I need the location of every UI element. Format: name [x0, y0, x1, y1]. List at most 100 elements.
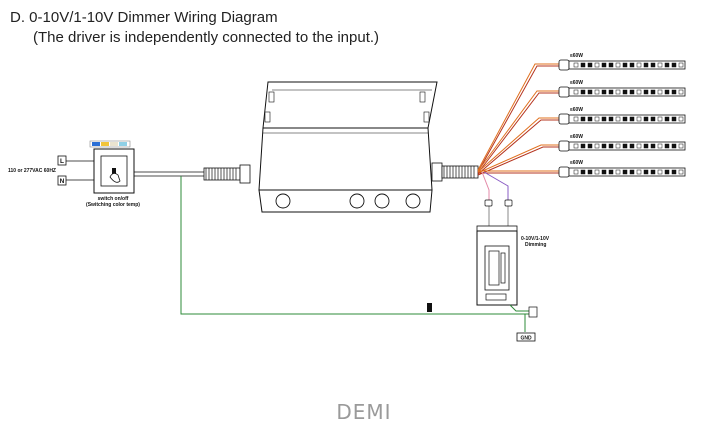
switch-label-line2: (Switching color temp): [86, 202, 140, 208]
led-chip: [678, 169, 684, 175]
led-chip: [636, 169, 642, 175]
diagram-subtitle: (The driver is independently connected t…: [33, 29, 380, 46]
led-chip: [629, 143, 635, 149]
terminal-n-box: [57, 175, 67, 186]
led-chip: [601, 89, 607, 95]
led-chip: [671, 169, 677, 175]
led-strip: ≤60W: [558, 134, 686, 152]
led-chip: [601, 116, 607, 122]
led-strip: ≤60W: [558, 160, 686, 178]
led-chip: [594, 169, 600, 175]
knockout-hole: [405, 193, 421, 209]
input-cable: [134, 164, 251, 184]
strip-max-load-label: ≤60W: [570, 80, 583, 86]
led-strip: ≤60W: [558, 107, 686, 125]
strip-max-load-label: ≤60W: [570, 107, 583, 113]
led-chip: [664, 116, 670, 122]
led-chip: [657, 169, 663, 175]
led-chip: [678, 143, 684, 149]
knockout-hole: [275, 193, 291, 209]
strip-connector: [558, 113, 570, 125]
led-chip: [678, 116, 684, 122]
led-chip: [594, 116, 600, 122]
watermark: DEMI: [336, 400, 391, 424]
dimmer-slider: [500, 252, 506, 284]
input-strain-relief: [203, 164, 251, 184]
strip-max-load-label: ≤60W: [570, 53, 583, 59]
strip-max-load-label: ≤60W: [570, 134, 583, 140]
strip-max-load-label: ≤60W: [570, 160, 583, 166]
led-chip: [608, 62, 614, 68]
led-chip: [580, 89, 586, 95]
led-chip: [657, 116, 663, 122]
hand-pointer-icon: [109, 173, 121, 183]
dimmer-label-line2: Dimming: [525, 242, 546, 248]
led-chip: [587, 62, 593, 68]
strip-connector: [558, 86, 570, 98]
knockout-hole: [374, 193, 390, 209]
led-chip: [678, 62, 684, 68]
led-chip: [643, 62, 649, 68]
led-chip: [657, 143, 663, 149]
led-strip: ≤60W: [558, 53, 686, 71]
led-chip: [580, 62, 586, 68]
led-chip: [671, 143, 677, 149]
diagram-title: D. 0-10V/1-10V Dimmer Wiring Diagram: [10, 9, 278, 26]
led-chip: [629, 169, 635, 175]
led-chip: [629, 116, 635, 122]
led-chip: [664, 89, 670, 95]
led-chip: [643, 116, 649, 122]
led-chip: [580, 143, 586, 149]
led-chip: [615, 62, 621, 68]
led-chip: [636, 89, 642, 95]
led-strip: ≤60W: [558, 80, 686, 98]
knockout-hole: [349, 193, 365, 209]
led-driver: [258, 81, 438, 213]
led-chip: [650, 62, 656, 68]
input-terminals: L N 110 or 277VAC 60HZ: [8, 155, 96, 186]
led-chip: [587, 169, 593, 175]
ground-connectors: GND: [427, 303, 538, 342]
led-chip: [622, 169, 628, 175]
led-chip: [573, 62, 579, 68]
dimmer-rocker: [488, 250, 500, 286]
led-chip: [650, 89, 656, 95]
led-chip: [580, 116, 586, 122]
led-chip: [608, 116, 614, 122]
led-chip: [594, 89, 600, 95]
led-chip: [629, 62, 635, 68]
led-chip: [643, 89, 649, 95]
led-chip: [636, 62, 642, 68]
led-chip: [608, 143, 614, 149]
led-strips: ≤60W ≤60W ≤60W ≤60W ≤60W: [558, 53, 686, 178]
dimmer-label-line1: 0-10V/1-10V: [521, 236, 550, 242]
led-chip: [678, 89, 684, 95]
led-chip: [594, 62, 600, 68]
led-chip: [601, 169, 607, 175]
strip-connector: [558, 140, 570, 152]
led-chip: [601, 143, 607, 149]
ground-label: GND: [520, 336, 532, 342]
switch-label-line1: switch on/off: [98, 196, 129, 202]
led-chip: [594, 143, 600, 149]
led-chip: [573, 143, 579, 149]
led-chip: [671, 62, 677, 68]
led-chip: [629, 89, 635, 95]
led-chip: [608, 169, 614, 175]
ground-wire: [180, 176, 530, 315]
led-chip: [664, 169, 670, 175]
led-chip: [615, 89, 621, 95]
led-chip: [664, 143, 670, 149]
led-chip: [636, 116, 642, 122]
terminal-l-box: [57, 155, 67, 166]
strip-wires: [477, 63, 560, 176]
led-chip: [657, 62, 663, 68]
led-chip: [622, 143, 628, 149]
output-strain-relief: [431, 162, 479, 182]
led-chip: [615, 169, 621, 175]
led-chip: [580, 169, 586, 175]
led-chip: [573, 89, 579, 95]
led-chip: [671, 116, 677, 122]
led-chip: [636, 143, 642, 149]
